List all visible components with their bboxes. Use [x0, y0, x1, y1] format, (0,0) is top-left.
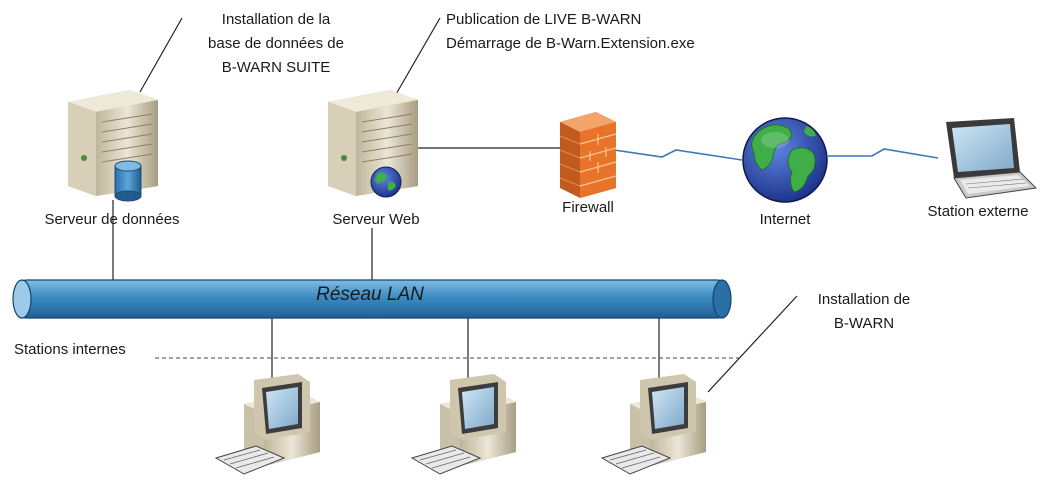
client-install-note: Installation de B-WARN: [796, 288, 932, 336]
leader-web-publish: [394, 17, 441, 97]
web-publish-line-2: Démarrage de B-Warn.Extension.exe: [446, 35, 695, 52]
web-publish-note: Publication de LIVE B-WARN Démarrage de …: [446, 8, 695, 56]
firewall-label: Firewall: [562, 199, 614, 216]
client-install-line-1: Installation de: [817, 291, 911, 308]
globe-icon: [742, 117, 828, 203]
database-cylinder: [114, 160, 142, 202]
link-firewall-internet: [613, 149, 743, 161]
laptop-icon: [946, 118, 1038, 199]
web-server-label: Serveur Web: [332, 211, 420, 228]
wireless-links: [613, 148, 939, 161]
firewall-brick-icon: [559, 112, 617, 198]
leader-client-install: [707, 295, 798, 393]
internal-stations-label: Stations internes: [14, 341, 126, 358]
small-globe-icon: [370, 166, 402, 198]
internet-label: Internet: [759, 211, 811, 228]
client-install-line-2: B-WARN: [833, 315, 895, 332]
desktop-computer-icon: [600, 374, 706, 475]
desktop-computer-icon: [214, 374, 320, 475]
db-install-line-1: Installation de la: [221, 11, 331, 28]
db-install-note: Installation de la base de données de B-…: [186, 8, 366, 80]
link-internet-laptop: [828, 148, 939, 159]
external-station-label: Station externe: [927, 203, 1029, 220]
server-globe-icon: [328, 90, 418, 198]
desktop-computer-icon: [410, 374, 516, 475]
leader-db-install: [139, 17, 183, 93]
db-install-line-3: B-WARN SUITE: [221, 59, 331, 76]
data-server-label: Serveur de données: [44, 211, 180, 228]
connections: [112, 17, 798, 393]
db-install-line-2: base de données de: [208, 35, 344, 52]
lan-label: Réseau LAN: [316, 284, 424, 305]
web-publish-line-1: Publication de LIVE B-WARN: [446, 11, 642, 28]
server-database-icon: [68, 90, 158, 202]
lan-pipe: [12, 279, 732, 319]
